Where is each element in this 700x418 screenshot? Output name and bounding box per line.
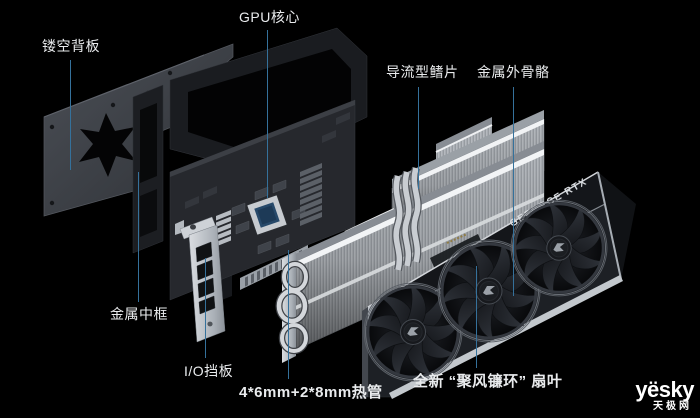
fan-3: [496, 183, 623, 310]
fan-hub-logo: [407, 327, 419, 336]
vrm-chokes: [300, 163, 322, 226]
label-gpu-core: GPU核心: [239, 9, 300, 25]
yesky-logo: yësky 天极网: [635, 379, 694, 412]
label-exoskeleton: 金属外骨骼: [477, 64, 550, 80]
leader-lines: [70, 30, 514, 379]
label-fan-blades: 全新 “聚风镰环” 扇叶: [413, 373, 563, 390]
smd-blocks: [185, 112, 350, 209]
shroud-bottom-trim: [389, 275, 623, 399]
heat-pipe-loops: [275, 260, 310, 355]
fan-hub-logo: [553, 243, 565, 252]
yesky-wordmark: yësky: [635, 377, 694, 402]
fan-hub-logo: [483, 286, 495, 295]
fan-shroud-part: GEFORCE RTX: [362, 171, 636, 399]
gpu-die: [246, 194, 288, 236]
s-heat-pipes: [392, 166, 422, 271]
backplate-x-cutout: [79, 113, 136, 177]
yesky-site-name: 天极网: [653, 401, 692, 412]
shroud-right-wedge: [598, 172, 636, 280]
label-flow-fins: 导流型鳍片: [386, 64, 459, 80]
heatsink-part: [275, 110, 545, 363]
io-bracket-part: [175, 216, 226, 343]
io-port-stack: [216, 210, 231, 247]
label-mid-frame: 金属中框: [110, 306, 168, 322]
label-heat-pipes: 4*6mm+2*8mm热管: [239, 384, 383, 401]
label-io-bracket: I/O挡板: [184, 363, 234, 379]
label-backplate: 镂空背板: [42, 38, 100, 54]
